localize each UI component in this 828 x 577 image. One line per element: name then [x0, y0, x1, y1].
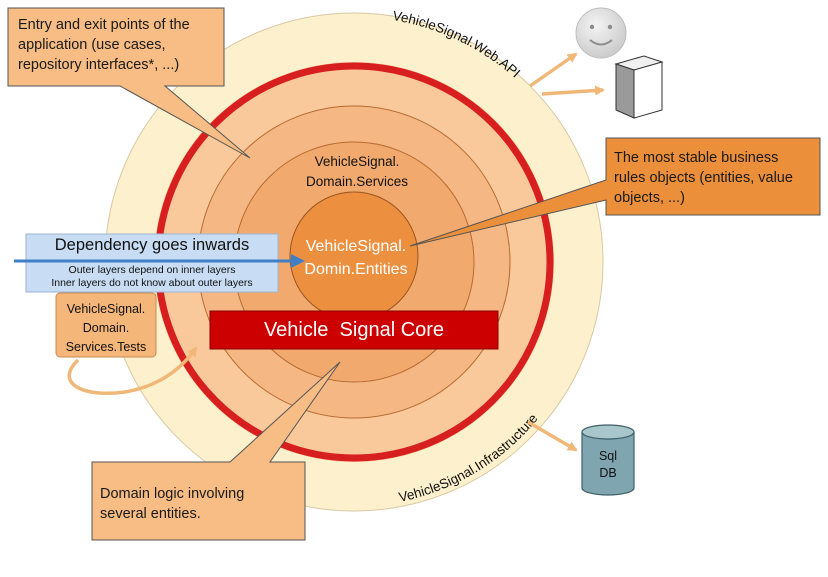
server-icon: [614, 55, 664, 119]
dependency-line-1: Outer layers depend on inner layers: [68, 264, 236, 276]
tests-label: VehicleSignal. Domain. Services.Tests: [65, 302, 147, 354]
core-band-label: Vehicle Signal Core: [263, 319, 445, 341]
stable-rules-callout-shape: [409, 137, 821, 247]
entities-label-line2: Domin.Entities: [304, 261, 407, 278]
server-connector-arrow: [541, 85, 605, 96]
database-connector-arrow: [527, 420, 578, 452]
entry-exit-callout-shape: [7, 7, 251, 159]
entities-core-circle: [289, 191, 419, 321]
domain-services-label-line2: Domain.Services: [306, 174, 408, 189]
user-connector-arrow: [529, 52, 578, 88]
database-label: Sql DB: [598, 449, 618, 480]
database-icon: [581, 424, 635, 496]
entry-exit-callout-text: Entry and exit points of the application…: [18, 17, 190, 73]
core-band: [209, 310, 499, 350]
stable-rules-callout-text: The most stable business rules objects (…: [614, 150, 793, 206]
tests-box: [55, 292, 157, 358]
dependency-title: Dependency goes inwards: [54, 236, 250, 254]
tests-connector-arrow: [67, 346, 198, 395]
domain-logic-callout-shape: [91, 361, 341, 541]
domain-logic-callout-text: Domain logic involving several entities.: [100, 486, 245, 522]
smiley-user-icon: [575, 7, 627, 59]
entities-label-line1: VehicleSignal.: [306, 238, 407, 255]
dependency-box: [25, 233, 279, 293]
domain-services-label-line1: VehicleSignal.: [315, 154, 400, 169]
dependency-line-2: Inner layers do not know about outer lay…: [51, 277, 253, 289]
